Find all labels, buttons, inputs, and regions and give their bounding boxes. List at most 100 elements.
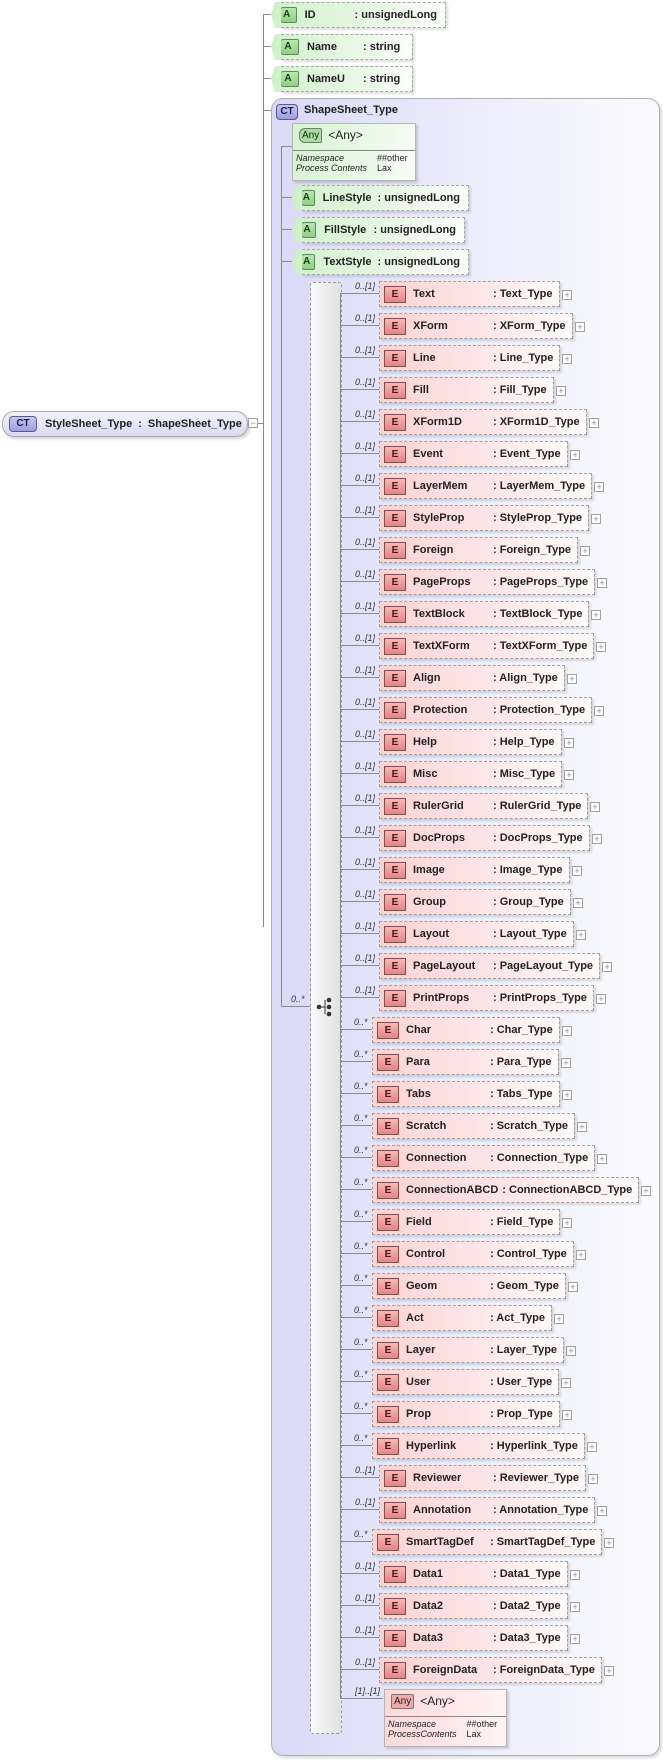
expand-toggle-icon[interactable]: + xyxy=(597,1154,607,1164)
expand-toggle-icon[interactable]: + xyxy=(596,994,606,1004)
expand-toggle-icon[interactable]: + xyxy=(577,1122,587,1132)
attribute-textstyle[interactable]: A TextStyle : unsignedLong xyxy=(298,249,469,275)
expand-toggle-icon[interactable]: + xyxy=(592,834,602,844)
expand-toggle-icon[interactable]: + xyxy=(570,450,580,460)
expand-toggle-icon[interactable]: + xyxy=(580,546,590,556)
expand-toggle-icon[interactable]: + xyxy=(594,482,604,492)
expand-toggle-icon[interactable]: + xyxy=(604,1538,614,1548)
any-wildcard-top[interactable]: Any <Any> Namespace##other Process Conte… xyxy=(292,123,416,181)
expand-toggle-icon[interactable]: + xyxy=(561,1058,571,1068)
expand-toggle-icon[interactable]: + xyxy=(570,1634,580,1644)
expand-toggle-icon[interactable]: + xyxy=(570,1602,580,1612)
expand-toggle-icon[interactable]: + xyxy=(554,1314,564,1324)
expand-toggle-icon[interactable]: + xyxy=(597,1506,607,1516)
root-complex-type-node[interactable]: CT StyleSheet_Type : ShapeSheet_Type xyxy=(2,411,248,437)
expand-toggle-icon[interactable]: + xyxy=(562,1410,572,1420)
expand-toggle-icon[interactable]: + xyxy=(562,1090,572,1100)
attribute-nameu[interactable]: A NameU : string xyxy=(277,66,413,92)
expand-toggle-icon[interactable]: + xyxy=(575,322,585,332)
expand-toggle-icon[interactable]: + xyxy=(572,866,582,876)
attribute-name[interactable]: A Name : string xyxy=(277,34,413,60)
expand-toggle-icon[interactable]: + xyxy=(604,1666,614,1676)
expand-toggle-icon[interactable]: + xyxy=(562,290,572,300)
expand-toggle-icon[interactable]: + xyxy=(562,1218,572,1228)
attribute-id[interactable]: A ID : unsignedLong xyxy=(277,2,446,28)
expand-toggle-icon[interactable]: + xyxy=(590,802,600,812)
attribute-linestyle[interactable]: A LineStyle : unsignedLong xyxy=(298,185,469,211)
expand-toggle-icon[interactable]: + xyxy=(564,738,574,748)
expand-toggle-icon[interactable]: + xyxy=(562,354,572,364)
any-wildcard-bottom[interactable]: Any <Any> Namespace##other ProcessConten… xyxy=(384,1689,507,1747)
expand-toggle-icon[interactable]: + xyxy=(602,962,612,972)
expand-toggle-icon[interactable]: + xyxy=(556,386,566,396)
expand-toggle-icon[interactable]: + xyxy=(564,770,574,780)
choice-compositor-icon[interactable] xyxy=(316,996,336,1018)
expand-toggle-icon[interactable]: + xyxy=(562,1026,572,1036)
expand-toggle-icon[interactable]: + xyxy=(596,642,606,652)
expand-toggle-icon[interactable]: + xyxy=(641,1186,651,1196)
collapse-toggle-icon[interactable]: − xyxy=(248,418,258,428)
choice-compositor[interactable] xyxy=(310,282,342,1734)
expand-toggle-icon[interactable]: + xyxy=(589,418,599,428)
expand-toggle-icon[interactable]: + xyxy=(576,1250,586,1260)
expand-toggle-icon[interactable]: + xyxy=(566,1346,576,1356)
expand-toggle-icon[interactable]: + xyxy=(587,1442,597,1452)
attribute-fillstyle[interactable]: A FillStyle : unsignedLong xyxy=(298,217,465,243)
expand-toggle-icon[interactable]: + xyxy=(588,1474,598,1484)
expand-toggle-icon[interactable]: + xyxy=(573,898,583,908)
expand-toggle-icon[interactable]: + xyxy=(591,514,601,524)
expand-toggle-icon[interactable]: + xyxy=(568,1282,578,1292)
expand-toggle-icon[interactable]: + xyxy=(576,930,586,940)
expand-toggle-icon[interactable]: + xyxy=(561,1378,571,1388)
expand-toggle-icon[interactable]: + xyxy=(570,1570,580,1580)
expand-toggle-icon[interactable]: + xyxy=(591,610,601,620)
expand-toggle-icon[interactable]: + xyxy=(594,706,604,716)
expand-toggle-icon[interactable]: + xyxy=(567,674,577,684)
expand-toggle-icon[interactable]: + xyxy=(597,578,607,588)
